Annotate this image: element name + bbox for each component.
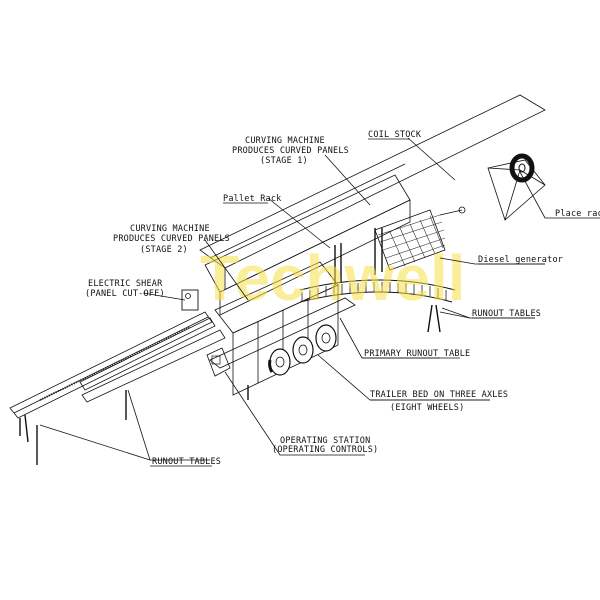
svg-text:PRODUCES CURVED PANELS: PRODUCES CURVED PANELS bbox=[113, 234, 230, 244]
svg-text:(EIGHT WHEELS): (EIGHT WHEELS) bbox=[390, 403, 464, 413]
label-primary-runout-table: PRIMARY RUNOUT TABLE bbox=[364, 349, 470, 359]
label-operating-station: OPERATING STATION (OPERATING CONTROLS) bbox=[272, 436, 378, 455]
runout-tables-left bbox=[9, 311, 226, 465]
diesel-generator bbox=[374, 206, 466, 275]
svg-text:PRODUCES CURVED PANELS: PRODUCES CURVED PANELS bbox=[232, 146, 349, 156]
svg-text:(STAGE 1): (STAGE 1) bbox=[260, 156, 308, 166]
label-place-rack: Place rack bbox=[555, 209, 600, 219]
svg-text:CURVING MACHINE: CURVING MACHINE bbox=[130, 224, 210, 234]
coil-icon bbox=[509, 153, 535, 183]
label-diesel-generator: Diesel generator bbox=[478, 255, 563, 265]
coil-stock-beam bbox=[199, 94, 546, 290]
label-electric-shear: ELECTRIC SHEAR (PANEL CUT-OFF) bbox=[85, 279, 165, 299]
svg-text:CURVING MACHINE: CURVING MACHINE bbox=[245, 136, 325, 146]
svg-text:(STAGE 2): (STAGE 2) bbox=[140, 245, 188, 255]
label-coil-stock: COIL STOCK bbox=[368, 130, 422, 140]
svg-text:TRAILER BED ON THREE AXLES: TRAILER BED ON THREE AXLES bbox=[370, 390, 508, 400]
label-curving-stage1: CURVING MACHINE PRODUCES CURVED PANELS (… bbox=[232, 136, 349, 166]
svg-text:OPERATING STATION: OPERATING STATION bbox=[280, 436, 370, 446]
label-pallet-rack: Pallet Rack bbox=[223, 194, 282, 204]
label-trailer-bed: TRAILER BED ON THREE AXLES (EIGHT WHEELS… bbox=[370, 390, 508, 413]
svg-text:(OPERATING CONTROLS): (OPERATING CONTROLS) bbox=[272, 445, 378, 455]
operating-station-console bbox=[206, 347, 231, 377]
pallet-rack bbox=[334, 243, 342, 285]
electric-shear bbox=[181, 289, 199, 311]
runout-table-legs-right bbox=[427, 304, 441, 333]
place-rack bbox=[487, 159, 546, 221]
wheel-icons bbox=[268, 324, 337, 376]
label-curving-stage2: CURVING MACHINE PRODUCES CURVED PANELS (… bbox=[113, 224, 230, 255]
primary-runout-table bbox=[299, 279, 456, 303]
watermark: Techwell bbox=[200, 242, 466, 314]
label-runout-tables-right: RUNOUT TABLES bbox=[472, 309, 541, 319]
svg-text:(PANEL CUT-OFF): (PANEL CUT-OFF) bbox=[85, 289, 165, 299]
label-runout-tables-left: RUNOUT TABLES bbox=[152, 457, 221, 467]
trailer-bed bbox=[209, 297, 356, 400]
svg-text:ELECTRIC SHEAR: ELECTRIC SHEAR bbox=[88, 279, 163, 289]
